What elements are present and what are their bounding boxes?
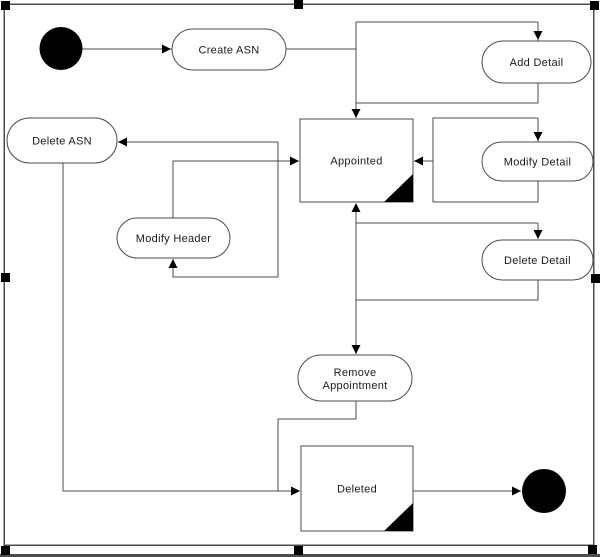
action-node-delete-asn[interactable] <box>6 117 118 164</box>
node-label-create-asn: Create ASN <box>198 45 259 57</box>
arrowhead <box>291 486 300 496</box>
arrowhead <box>533 230 543 239</box>
selection-handle-top-right[interactable] <box>590 1 599 10</box>
action-node-remove-appointment[interactable] <box>297 354 413 402</box>
action-node-delete-detail[interactable] <box>481 239 594 281</box>
selection-handle-bottom-right[interactable] <box>588 545 597 554</box>
action-node-create-asn[interactable] <box>171 28 287 71</box>
action-node-add-detail[interactable] <box>481 40 592 84</box>
node-label-deleted: Deleted <box>337 484 377 496</box>
arrowhead <box>351 345 361 354</box>
transition-line-delete-asn-to-deleted[interactable] <box>62 163 300 492</box>
arrowhead <box>533 31 543 40</box>
arrowhead <box>290 156 299 166</box>
state-corner-triangle <box>384 174 413 202</box>
transition-line-remove-appointment-to-deleted[interactable] <box>277 401 357 491</box>
selection-handle-middle-right[interactable] <box>591 274 600 283</box>
action-node-modify-header[interactable] <box>116 217 231 259</box>
node-label-modify-header: Modify Header <box>136 233 211 245</box>
transition-line-modify-header-to-appointed[interactable] <box>172 160 299 218</box>
transition-line-modify-detail-loop-left-top[interactable] <box>432 117 538 202</box>
arrowhead <box>162 44 171 54</box>
transition-line-delete-detail-return[interactable] <box>356 280 539 301</box>
arrowhead <box>512 486 521 496</box>
arrowhead <box>351 109 361 118</box>
state-node-appointed[interactable] <box>299 118 414 203</box>
state-corner-triangle <box>384 503 413 531</box>
transition-line-modify-detail-return[interactable] <box>433 181 539 203</box>
final-state-node[interactable] <box>522 469 566 513</box>
node-label-add-detail: Add Detail <box>510 57 564 69</box>
window-bottom-edge <box>0 554 600 557</box>
arrowhead <box>351 203 361 212</box>
arrowhead <box>533 132 543 141</box>
action-node-modify-detail[interactable] <box>481 141 594 182</box>
arrowhead <box>168 259 178 268</box>
selection-handle-bottom-left[interactable] <box>1 546 10 555</box>
arrowhead <box>118 137 127 147</box>
selection-handle-bottom-middle[interactable] <box>294 546 303 555</box>
node-label-appointed: Appointed <box>330 156 382 168</box>
transition-line-add-detail-return[interactable] <box>356 83 539 104</box>
selection-handle-middle-left[interactable] <box>1 273 10 282</box>
arrowhead <box>414 156 423 166</box>
node-label-delete-detail: Delete Detail <box>504 255 571 267</box>
selection-handle-top-left[interactable] <box>1 1 10 10</box>
initial-state-node[interactable] <box>39 27 83 70</box>
node-label-modify-detail: Modify Detail <box>504 157 571 169</box>
state-node-deleted[interactable] <box>300 445 414 532</box>
node-label-delete-asn: Delete ASN <box>32 136 92 148</box>
selection-handle-top-middle[interactable] <box>294 0 303 9</box>
